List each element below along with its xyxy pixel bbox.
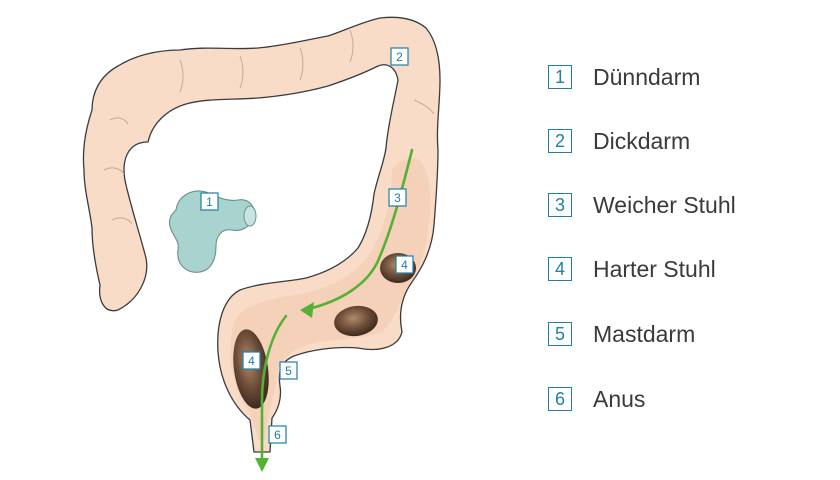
- legend-label: Dünndarm: [593, 63, 701, 90]
- legend-label: Mastdarm: [593, 320, 696, 347]
- svg-text:6: 6: [274, 428, 281, 442]
- legend-item-anus: 6 Anus: [548, 385, 645, 413]
- legend-item-small-intestine: 1 Dünndarm: [548, 63, 700, 91]
- legend-item-soft-stool: 3 Weicher Stuhl: [548, 191, 736, 219]
- arrow-head-middle: [300, 302, 314, 318]
- legend-item-large-intestine: 2 Dickdarm: [548, 127, 690, 155]
- stool-passage-arrow-lower: [260, 314, 288, 462]
- marker-rectum: 5: [279, 361, 298, 380]
- svg-text:5: 5: [285, 364, 292, 378]
- marker-small-intestine: 1: [200, 192, 219, 211]
- legend-item-rectum: 5 Mastdarm: [548, 320, 695, 348]
- legend-number: 6: [548, 387, 572, 411]
- haustra-lines: [103, 29, 435, 225]
- legend-label: Anus: [593, 385, 646, 412]
- arrow-head-bottom: [255, 458, 269, 472]
- marker-soft-stool: 3: [388, 188, 407, 207]
- small-intestine-opening: [243, 205, 257, 227]
- legend-item-hard-stool: 4 Harter Stuhl: [548, 255, 716, 283]
- marker-anus: 6: [268, 425, 287, 444]
- marker-hard-stool-upper: 4: [395, 255, 414, 274]
- large-intestine: [82, 16, 441, 453]
- legend-label: Dickdarm: [593, 127, 691, 154]
- legend-label: Harter Stuhl: [593, 255, 716, 282]
- legend-number: 4: [548, 257, 572, 281]
- sigmoid-interior: [230, 158, 431, 440]
- marker-hard-stool-rectum: 4: [242, 351, 261, 370]
- small-intestine: [168, 190, 255, 273]
- hard-stool-middle: [334, 305, 378, 337]
- svg-text:2: 2: [396, 50, 403, 64]
- legend-number: 2: [548, 129, 572, 153]
- svg-text:1: 1: [206, 195, 213, 209]
- legend: 1 Dünndarm 2 Dickdarm 3 Weicher Stuhl 4 …: [548, 0, 838, 480]
- svg-text:3: 3: [394, 191, 401, 205]
- marker-large-intestine: 2: [390, 47, 409, 66]
- svg-text:4: 4: [401, 258, 408, 272]
- stool-passage-arrow: [302, 148, 414, 312]
- legend-number: 3: [548, 193, 572, 217]
- legend-label: Weicher Stuhl: [593, 191, 736, 218]
- legend-number: 5: [548, 322, 572, 346]
- legend-number: 1: [548, 65, 572, 89]
- svg-text:4: 4: [248, 354, 255, 368]
